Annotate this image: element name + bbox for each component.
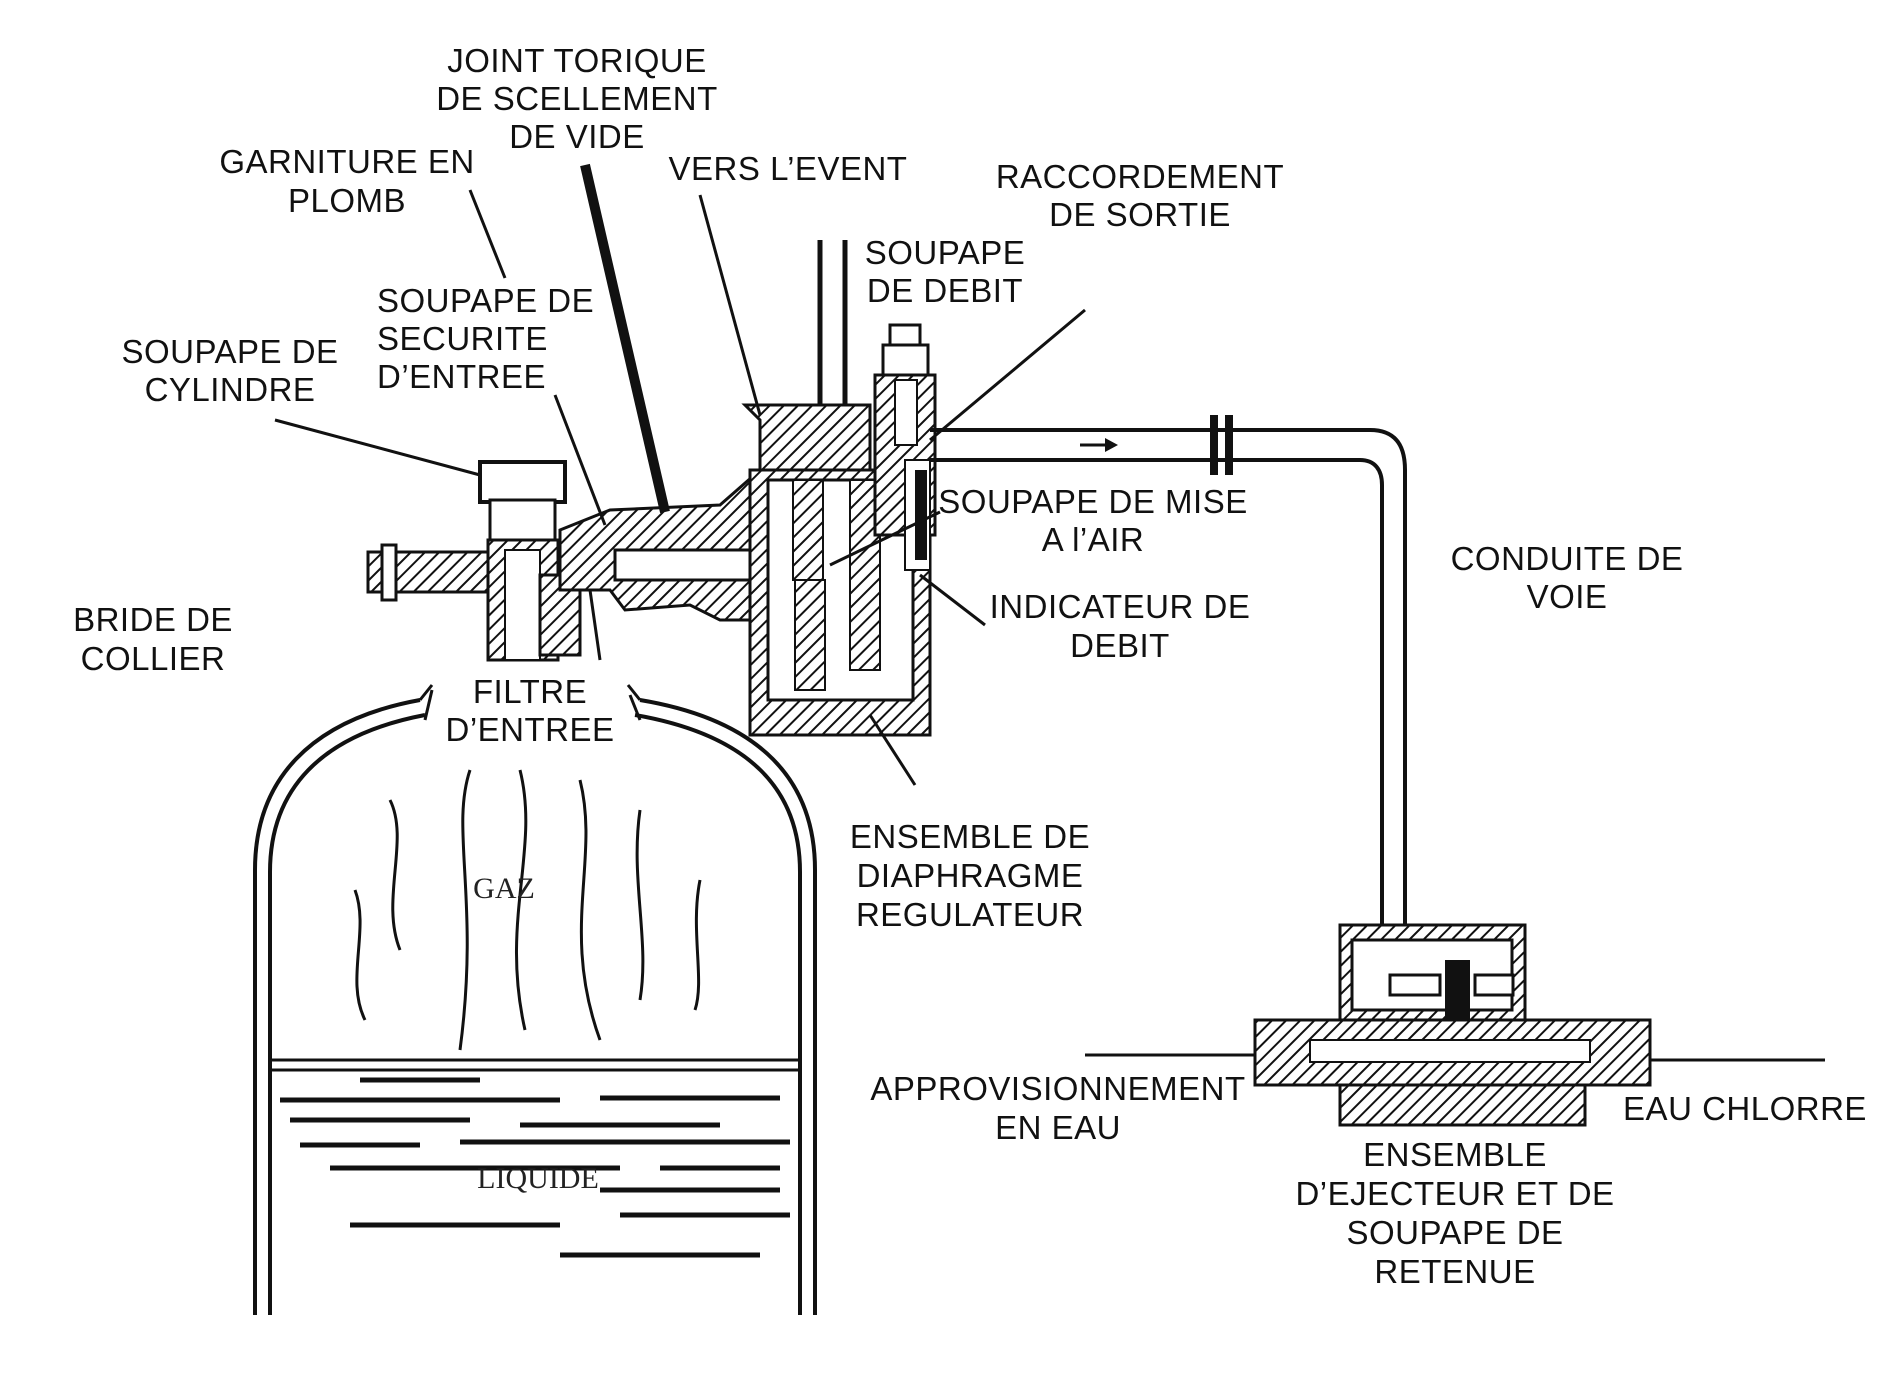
label-line: DE SCELLEMENT [436,80,718,117]
label-approvisionnement: APPROVISIONNEMENT EN EAU [870,1070,1245,1146]
label-ensemble-ejecteur: ENSEMBLE D’EJECTEUR ET DE SOUPAPE DE RET… [1295,1136,1614,1290]
label-line: PLOMB [288,182,406,219]
label-eau-chlorre: EAU CHLORRE [1623,1090,1867,1127]
label-soupape-securite: SOUPAPE DE SECURITE D’ENTREE [377,282,594,395]
label-line: FILTRE [473,673,587,710]
vacuum-line [930,415,1407,930]
label-conduite-voie: CONDUITE DE VOIE [1451,540,1684,615]
label-line: VERS L’EVENT [669,150,908,187]
label-line: SOUPAPE DE [121,333,338,370]
label-line: D’EJECTEUR ET DE [1295,1175,1614,1212]
label-line: VOIE [1527,578,1608,615]
label-soupape-debit: SOUPAPE DE DEBIT [865,234,1026,309]
label-line: LIQUIDE [477,1162,599,1195]
label-soupape-mise-air: SOUPAPE DE MISE A l’AIR [938,483,1247,558]
label-soupape-cylindre: SOUPAPE DE CYLINDRE [121,333,338,408]
label-line: CYLINDRE [145,371,316,408]
label-line: SOUPAPE DE MISE [938,483,1247,520]
label-joint-torique: JOINT TORIQUE DE SCELLEMENT DE VIDE [436,42,718,155]
label-line: SOUPAPE [865,234,1026,271]
label-line: COLLIER [81,640,226,677]
label-line: DEBIT [1070,627,1170,664]
label-line: D’ENTREE [445,711,614,748]
label-line: DE VIDE [509,118,645,155]
label-line: SOUPAPE DE [1346,1214,1563,1251]
label-line: CONDUITE DE [1451,540,1684,577]
label-line: EN EAU [995,1109,1121,1146]
label-raccordement: RACCORDEMENT DE SORTIE [996,158,1284,233]
label-line: SECURITE [377,320,548,357]
label-line: INDICATEUR DE [990,588,1251,625]
label-line: JOINT TORIQUE [447,42,707,79]
label-line: ENSEMBLE [1363,1136,1547,1173]
label-filtre-entree: FILTRE D’ENTREE [445,673,614,748]
liquid-lines [280,1077,790,1258]
label-line: DE DEBIT [867,272,1023,309]
label-line: GARNITURE EN [219,143,474,180]
label-line: SOUPAPE DE [377,282,594,319]
label-liquide: LIQUIDE [477,1162,599,1195]
leader-lines [274,163,1086,786]
label-garniture: GARNITURE EN PLOMB [219,143,474,219]
label-gaz: GAZ [473,872,535,905]
label-vers-event: VERS L’EVENT [669,150,908,187]
label-line: D’ENTREE [377,358,546,395]
label-line: A l’AIR [1042,521,1145,558]
label-line: EAU CHLORRE [1623,1090,1867,1127]
label-line: RETENUE [1374,1253,1535,1290]
label-indicateur-debit: INDICATEUR DE DEBIT [990,588,1251,664]
label-line: DIAPHRAGME [857,857,1084,894]
label-line: APPROVISIONNEMENT [870,1070,1245,1107]
label-ensemble-diaphragme: ENSEMBLE DE DIAPHRAGME REGULATEUR [850,818,1090,933]
gas-cylinder [253,684,817,1315]
label-line: REGULATEUR [856,896,1084,933]
label-line: RACCORDEMENT [996,158,1284,195]
ejector-assembly [1085,923,1825,1127]
label-line: DE SORTIE [1049,196,1231,233]
label-line: BRIDE DE [73,601,233,638]
regulator-assembly [366,240,937,737]
label-line: GAZ [473,872,535,905]
label-line: ENSEMBLE DE [850,818,1090,855]
label-bride-collier: BRIDE DE COLLIER [73,601,233,677]
